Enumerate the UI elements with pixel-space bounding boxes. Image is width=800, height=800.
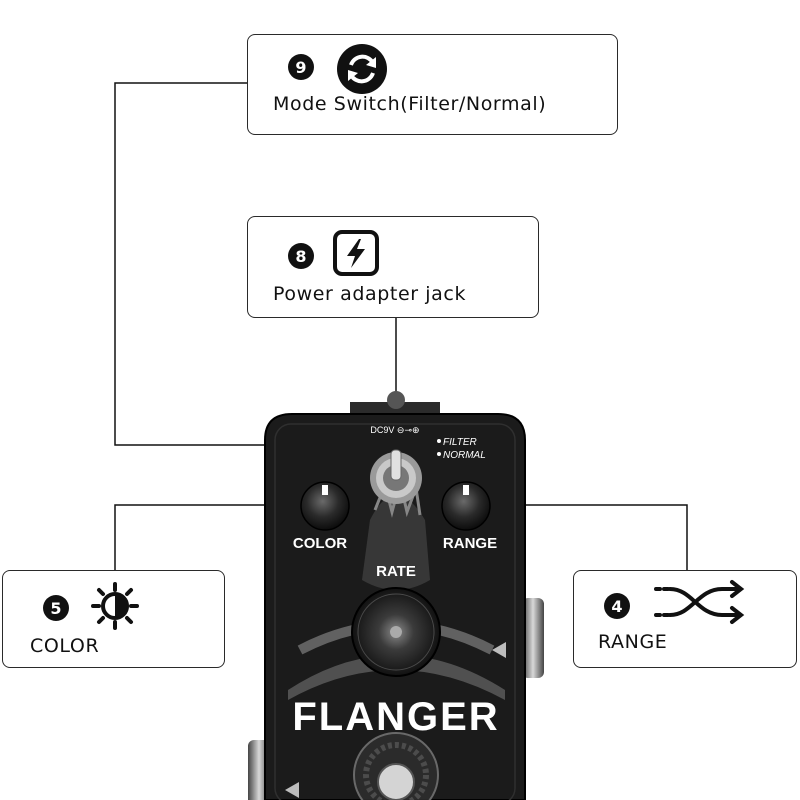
mode-switch-leader <box>114 82 392 446</box>
half-sun-icon <box>91 582 139 634</box>
switch-filter-label: FILTER <box>443 437 477 448</box>
mode-toggle-lever <box>390 449 402 481</box>
range-leader <box>470 504 688 570</box>
color-callout: 5 COLOR <box>2 570 225 668</box>
output-jack <box>522 598 544 678</box>
mode-switch-callout: 9 Mode Switch(Filter/Normal) <box>247 34 618 135</box>
knob-range-label: RANGE <box>443 535 497 552</box>
output-marker <box>492 642 506 658</box>
mode-switch-label: Mode Switch(Filter/Normal) <box>273 93 547 115</box>
input-marker <box>285 782 299 798</box>
power-jack-callout: 8 Power adapter jack <box>247 216 539 318</box>
pedal-name: FLANGER <box>292 695 499 739</box>
callout-number-4: 4 <box>604 593 630 619</box>
color-knob <box>300 481 350 531</box>
knob-rate-label: RATE <box>376 563 416 580</box>
callout-number-5: 5 <box>43 595 69 621</box>
range-knob <box>441 481 491 531</box>
callout-number-8: 8 <box>288 243 314 269</box>
lightning-icon <box>332 229 380 281</box>
dc-label: DC9V ⊖⊸⊕ <box>370 425 419 435</box>
crossing-arrows-icon <box>652 577 748 631</box>
color-leader <box>114 504 310 570</box>
knob-color-label: COLOR <box>293 535 347 552</box>
dc-jack-plug <box>387 391 405 409</box>
refresh-icon <box>336 43 388 99</box>
switch-normal-label: NORMAL <box>443 450 486 461</box>
range-callout: 4 RANGE <box>573 570 797 668</box>
dc-jack <box>350 402 440 416</box>
range-label: RANGE <box>598 631 668 653</box>
footswitch <box>377 763 415 800</box>
callout-number-9: 9 <box>288 54 314 80</box>
color-label: COLOR <box>30 635 100 657</box>
power-jack-label: Power adapter jack <box>273 283 467 305</box>
